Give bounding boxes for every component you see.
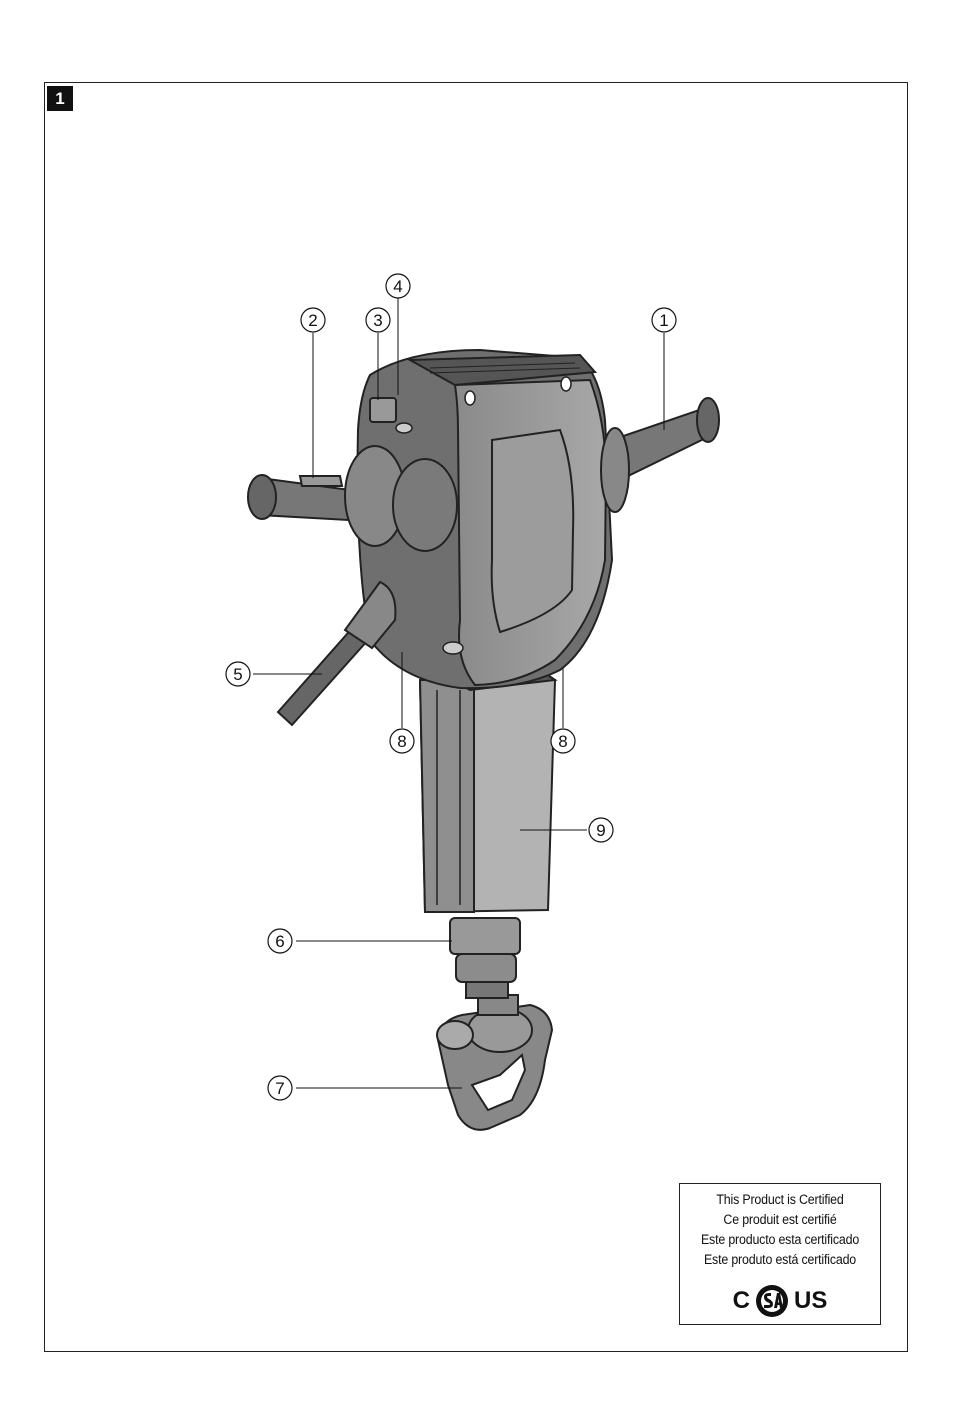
csa-certification-mark: C US xyxy=(680,1282,880,1320)
motor-housing-drawing xyxy=(356,348,614,690)
certification-box: This Product is Certified Ce produit est… xyxy=(679,1183,881,1325)
svg-text:7: 7 xyxy=(275,1079,284,1098)
svg-text:5: 5 xyxy=(233,665,242,684)
callout-6: 6 xyxy=(267,928,293,954)
callout-5: 5 xyxy=(225,661,251,687)
callout-2: 2 xyxy=(300,307,326,333)
csa-logo-icon xyxy=(756,1285,788,1317)
cert-line-portuguese: Este produto está certificado xyxy=(703,1252,857,1267)
svg-text:3: 3 xyxy=(373,311,382,330)
figure-number-badge: 1 xyxy=(47,86,73,111)
callout-7: 7 xyxy=(267,1075,293,1101)
power-cable-drawing xyxy=(276,580,397,727)
callout-4: 4 xyxy=(385,273,411,299)
figure-frame xyxy=(44,82,908,1352)
svg-text:4: 4 xyxy=(393,277,402,296)
svg-text:8: 8 xyxy=(558,732,567,751)
tool-retainer-drawing xyxy=(436,994,554,1131)
svg-text:9: 9 xyxy=(596,821,605,840)
cylinder-housing-drawing xyxy=(418,679,557,914)
cert-line-spanish: Este producto esta certificado xyxy=(700,1232,860,1247)
left-grip-handle-drawing xyxy=(247,445,458,552)
svg-text:8: 8 xyxy=(397,732,406,751)
callout-9: 9 xyxy=(588,817,614,843)
callout-8-left: 8 xyxy=(389,728,415,754)
callout-1: 1 xyxy=(651,307,677,333)
csa-mark-c: C xyxy=(732,1287,750,1314)
svg-text:2: 2 xyxy=(308,311,317,330)
svg-text:1: 1 xyxy=(659,311,668,330)
svg-text:6: 6 xyxy=(275,932,284,951)
callout-3: 3 xyxy=(365,307,391,333)
cert-line-french: Ce produit est certifié xyxy=(723,1212,837,1227)
right-grip-handle-drawing xyxy=(600,397,720,513)
tool-holder-collar-drawing xyxy=(449,917,521,999)
callout-8-right: 8 xyxy=(550,728,576,754)
callout-leader-lines xyxy=(253,298,665,1089)
csa-mark-us: US xyxy=(794,1287,828,1314)
cert-line-english: This Product is Certified xyxy=(716,1192,844,1207)
